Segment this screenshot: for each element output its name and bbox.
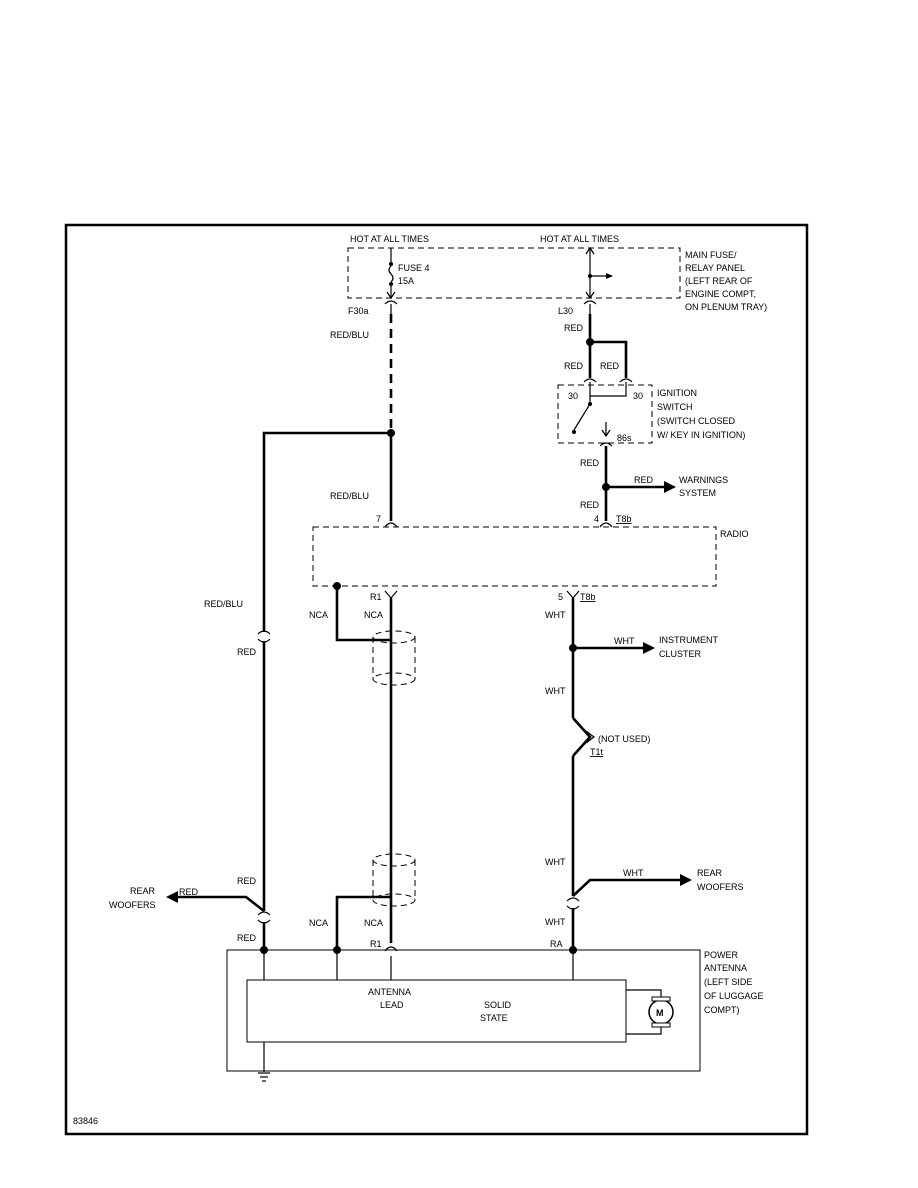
wire-color-label: NCA	[364, 610, 383, 620]
wht-wire-bypass	[572, 717, 592, 757]
main-panel-label: ON PLENUM TRAY)	[685, 302, 767, 312]
main-fuse-relay-panel: HOT AT ALL TIMES HOT AT ALL TIMES MAIN F…	[347, 234, 767, 312]
solid-state-module	[246, 979, 627, 1043]
pin-label: RA	[550, 939, 563, 949]
connector-f30a	[384, 300, 398, 305]
power-antenna-label: (LEFT SIDE	[704, 977, 752, 987]
power-antenna-label: POWER	[704, 950, 739, 960]
wire-color-label: RED	[564, 323, 584, 333]
instrument-cluster-label: CLUSTER	[659, 649, 702, 659]
main-panel-label: (LEFT REAR OF	[685, 276, 753, 286]
rear-woofers-label: REAR	[697, 868, 723, 878]
connector-l30-label: L30	[558, 306, 573, 316]
wire-color-label: WHT	[623, 868, 644, 878]
wire-color-label: NCA	[309, 610, 328, 620]
wire-color-label: RED/BLU	[330, 491, 369, 501]
fuse-name-label: FUSE 4	[398, 263, 430, 273]
radio-label: RADIO	[720, 529, 749, 539]
diagram-border	[64, 223, 809, 1136]
pin-label: 7	[376, 514, 381, 524]
connector-l30	[583, 300, 597, 305]
wire-color-label: RED	[237, 876, 257, 886]
main-panel-label: MAIN FUSE/	[685, 250, 737, 260]
inline-connector	[257, 630, 271, 643]
ground-icon	[258, 1072, 270, 1082]
solid-state-label: SOLID	[484, 1000, 512, 1010]
antenna-lead-label: ANTENNA	[368, 987, 411, 997]
ignition-switch: 30 30 86s IGNITION SWITCH (SWITCH CLOSED…	[557, 382, 745, 444]
wire-color-label: RED	[600, 361, 620, 371]
diagram-id: 83846	[73, 1116, 98, 1126]
terminal-label: 86s	[617, 433, 632, 443]
wire-color-label: NCA	[364, 918, 383, 928]
inline-connector	[566, 897, 580, 910]
coax-shield-icon	[372, 630, 416, 686]
wire-color-label: RED	[237, 647, 257, 657]
hot-at-all-times-label: HOT AT ALL TIMES	[540, 234, 619, 244]
inline-connector	[257, 911, 271, 924]
terminal-label: 30	[568, 391, 578, 401]
wire-color-label: WHT	[545, 686, 566, 696]
wire-color-label: RED	[634, 475, 654, 485]
wire-color-label: RED	[237, 933, 257, 943]
pin-label: R1	[370, 592, 382, 602]
red-blu-long-wire	[262, 431, 391, 632]
pin-label: 5	[558, 592, 563, 602]
radio: RADIO 7 4 T8b R1 5 T8b	[312, 514, 749, 602]
wire-color-label: WHT	[545, 917, 566, 927]
rear-woofers-label: WOOFERS	[109, 900, 156, 910]
motor-label: M	[656, 1008, 664, 1018]
rear-woofers-label: WOOFERS	[697, 882, 744, 892]
wire-color-label: WHT	[614, 636, 635, 646]
terminal-label: 30	[633, 391, 643, 401]
arrow-icon	[643, 642, 655, 654]
arrow-icon	[664, 481, 676, 493]
power-antenna-label: OF LUGGAGE	[704, 991, 764, 1001]
ignition-switch-label: IGNITION	[657, 388, 697, 398]
connector-label: T1t	[590, 747, 604, 757]
wire-color-label: RED	[179, 887, 199, 897]
rear-woofers-label: REAR	[130, 886, 156, 896]
ignition-switch-label: W/ KEY IN IGNITION)	[657, 430, 745, 440]
hot-at-all-times-label: HOT AT ALL TIMES	[350, 234, 429, 244]
power-antenna-label: ANTENNA	[704, 963, 747, 973]
wire-color-label: RED/BLU	[204, 599, 243, 609]
instrument-cluster-label: INSTRUMENT	[659, 635, 718, 645]
ignition-switch-label: (SWITCH CLOSED	[657, 416, 736, 426]
wire-color-label: RED	[580, 458, 600, 468]
not-used-label: (NOT USED)	[598, 734, 650, 744]
warnings-system-label: WARNINGS	[679, 475, 728, 485]
fuse-icon	[388, 265, 394, 283]
solid-state-label: STATE	[480, 1013, 508, 1023]
wire-color-label: RED	[564, 361, 584, 371]
coax-shield-icon	[372, 853, 416, 907]
pin-label: R1	[370, 939, 382, 949]
warnings-system-label: SYSTEM	[679, 488, 716, 498]
arrow-icon	[166, 891, 178, 903]
power-antenna-label: COMPT)	[704, 1005, 740, 1015]
wire-color-label: RED/BLU	[330, 330, 369, 340]
power-antenna: ANTENNA LEAD SOLID STATE M POWER ANTENNA…	[226, 946, 764, 1072]
ignition-switch-label: SWITCH	[657, 402, 693, 412]
connector-label: T8b	[616, 514, 632, 524]
main-panel-label: RELAY PANEL	[685, 263, 745, 273]
wire-color-label: RED	[580, 500, 600, 510]
wire-color-label: WHT	[545, 857, 566, 867]
antenna-lead-label: LEAD	[380, 1000, 404, 1010]
wire-color-label: NCA	[309, 918, 328, 928]
wire-color-label: WHT	[545, 610, 566, 620]
connector-label: T8b	[580, 592, 596, 602]
main-panel-label: ENGINE COMPT,	[685, 289, 756, 299]
pin-label: 4	[594, 514, 599, 524]
arrow-icon	[680, 874, 692, 886]
switch-blade	[573, 403, 591, 431]
fuse-rating-label: 15A	[398, 276, 414, 286]
connector-f30a-label: F30a	[348, 306, 369, 316]
unused-connector	[585, 730, 595, 744]
